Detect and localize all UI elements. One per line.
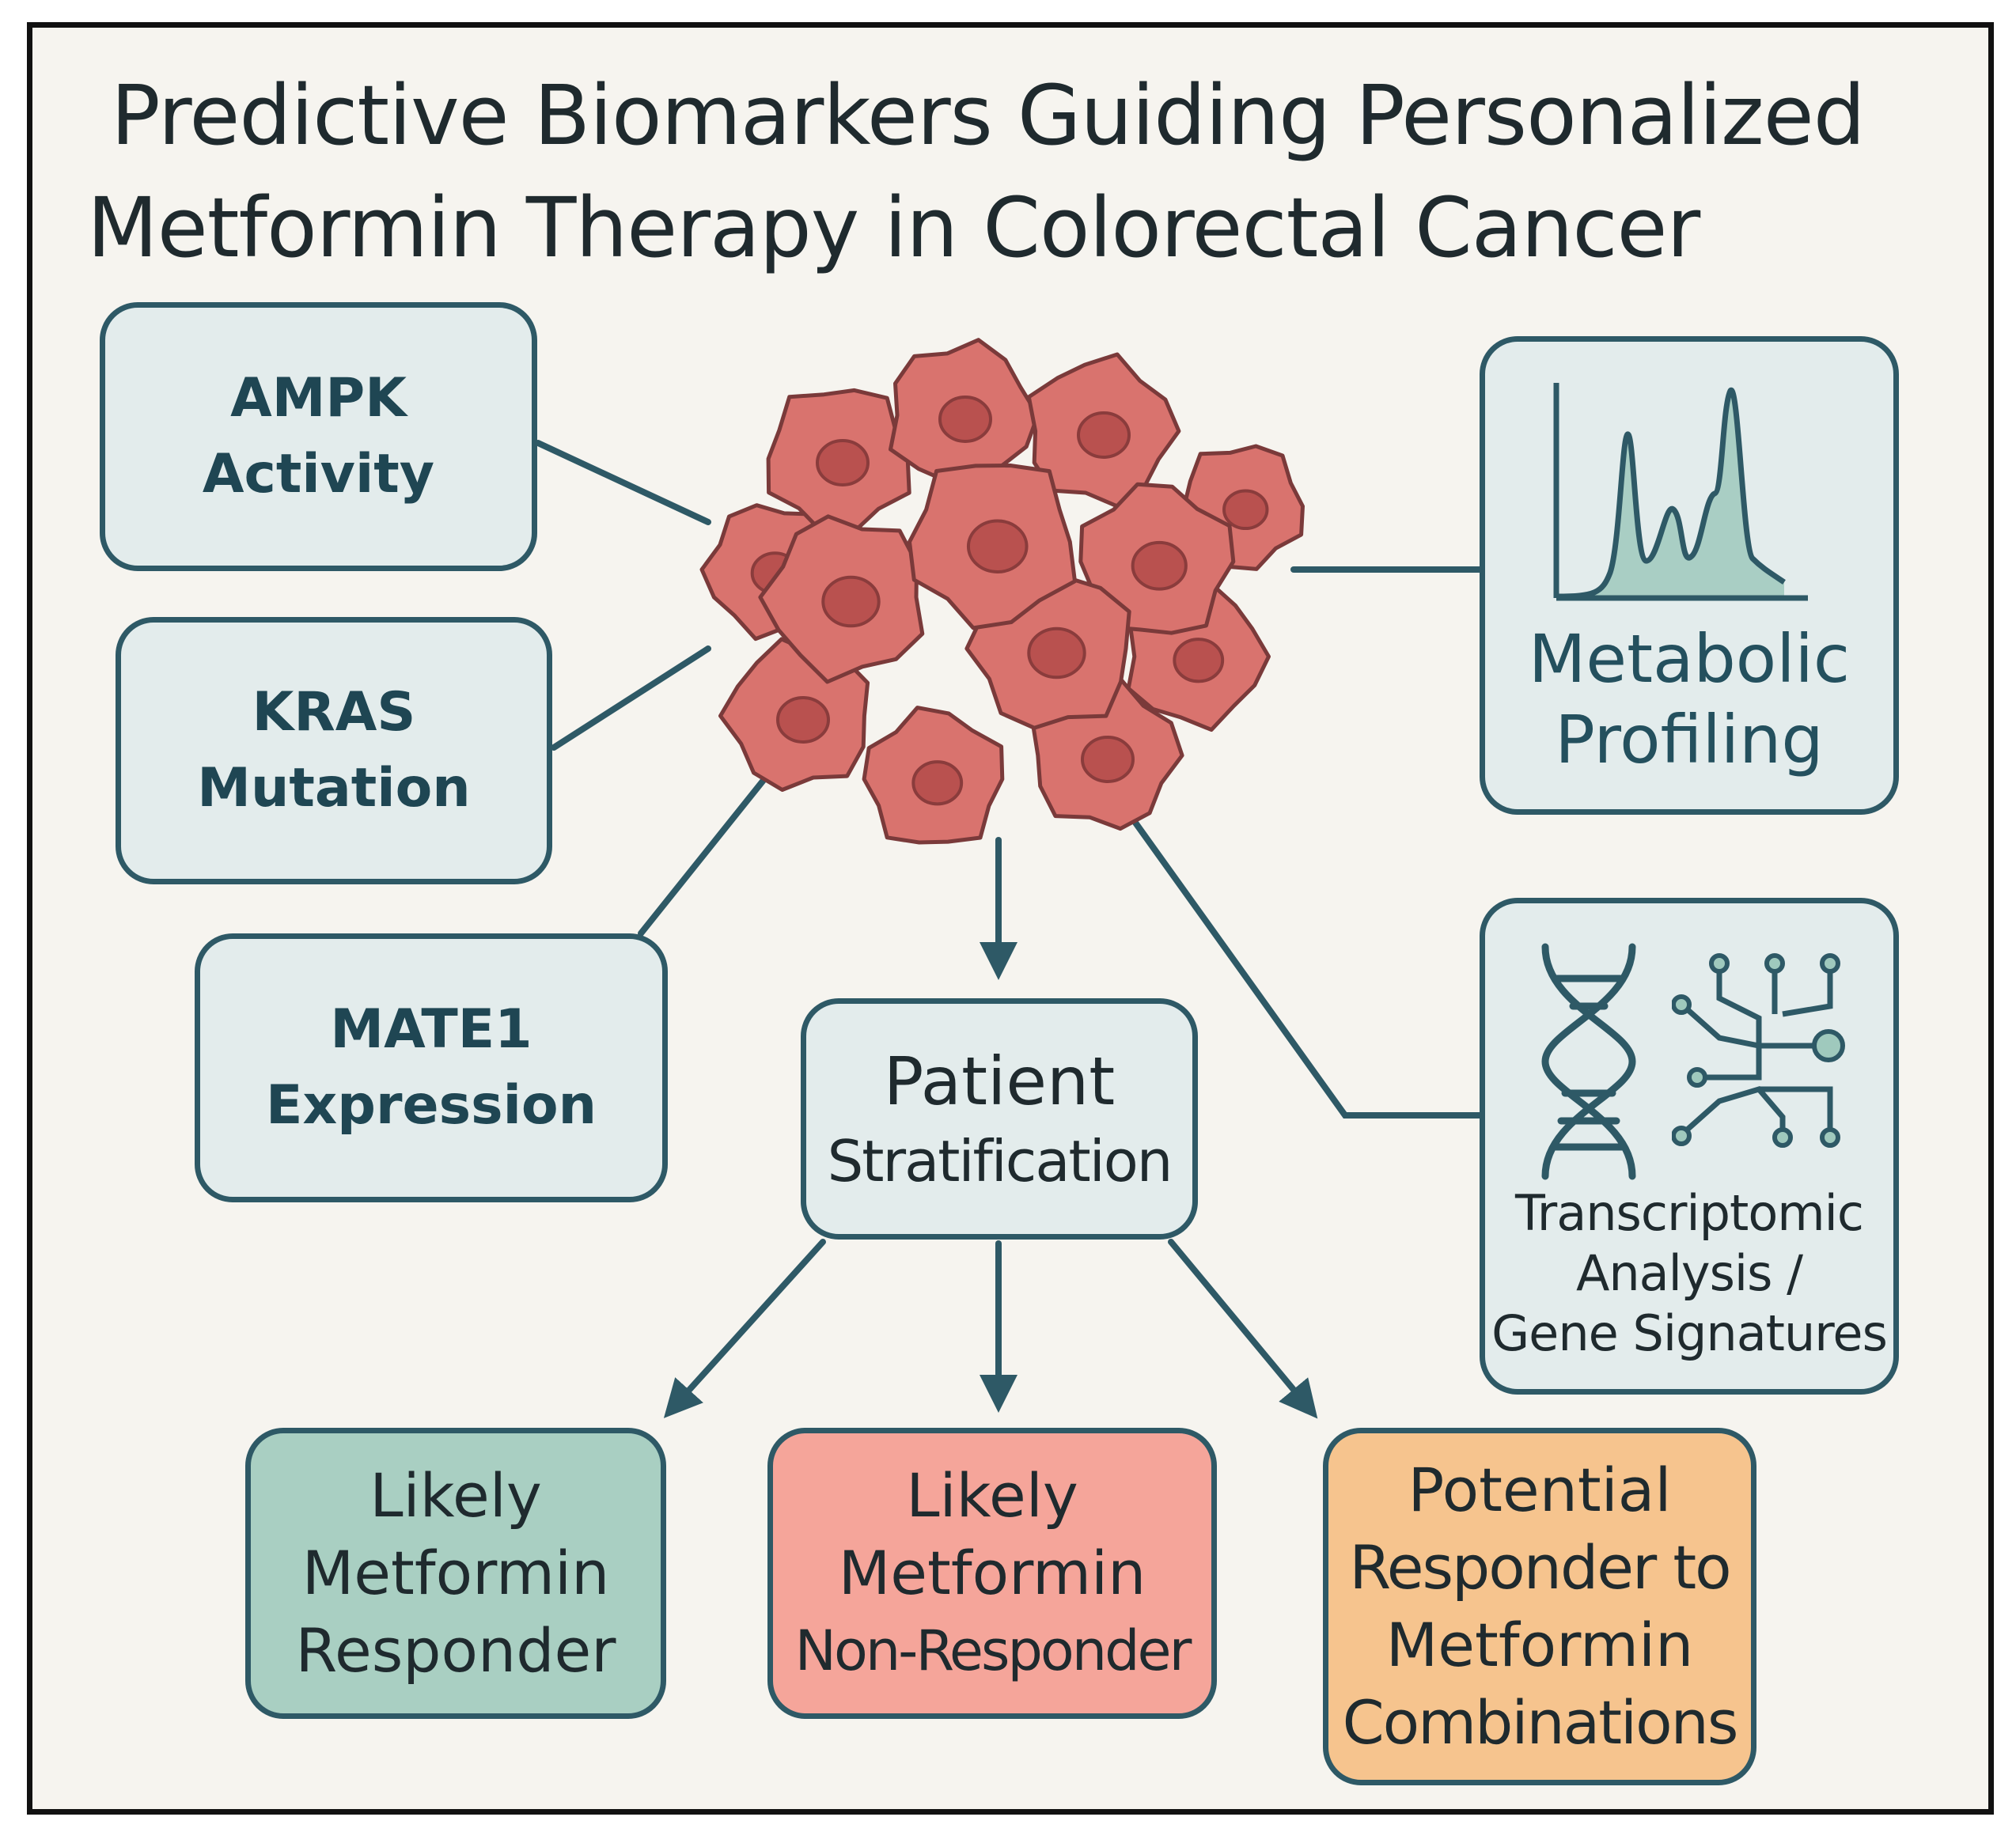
arrow-to-combinations xyxy=(1168,1239,1318,1419)
outcome-responder-line2: Metformin xyxy=(301,1538,610,1608)
biomarker-mate1-box: MATE1 Expression xyxy=(195,933,668,1202)
tumor-cell-nucleus xyxy=(938,396,992,443)
tumor-cell-nucleus xyxy=(1131,540,1188,591)
metabolic-line2: Profiling xyxy=(1555,701,1824,778)
connector-kras xyxy=(551,645,711,751)
spectrum-chart-icon xyxy=(1553,383,1808,601)
outcome-non-responder-line2: Metformin xyxy=(838,1538,1146,1608)
transcriptomic-line2: Analysis / xyxy=(1575,1244,1803,1302)
biomarker-mate1-line1: MATE1 xyxy=(330,998,532,1061)
tumor-cell-nucleus xyxy=(776,696,830,744)
title-line-1: Predictive Biomarkers Guiding Personaliz… xyxy=(111,67,1866,164)
transcriptomic-line1: Transcriptomic xyxy=(1515,1184,1864,1242)
connector-ampk xyxy=(535,440,711,525)
outcome-responder-line3: Responder xyxy=(295,1615,616,1686)
outcome-non-responder-box: Likely Metformin Non-Responder xyxy=(767,1428,1217,1719)
outcome-combinations-box: Potential Responder to Metformin Combina… xyxy=(1323,1428,1756,1785)
outcome-combinations-line4: Combinations xyxy=(1342,1687,1739,1758)
biomarker-ampk-line1: AMPK xyxy=(230,367,407,430)
tumor-cell-nucleus xyxy=(1173,638,1225,683)
patient-stratification-box: Patient Stratification xyxy=(801,998,1198,1240)
outcome-combinations-line1: Potential xyxy=(1408,1455,1672,1525)
outcome-non-responder-line1: Likely xyxy=(906,1460,1078,1531)
circuit-network-icon xyxy=(1671,953,1845,1148)
biomarker-kras-line1: KRAS xyxy=(252,681,416,744)
tumor-cell-nucleus xyxy=(1222,489,1269,531)
tumor-cell-nucleus xyxy=(1077,411,1131,459)
biomarker-ampk-line2: Activity xyxy=(202,443,435,505)
transcriptomic-label: Transcriptomic Analysis / Gene Signature… xyxy=(1491,1183,1888,1364)
stratification-line2: Stratification xyxy=(827,1127,1173,1194)
transcriptomic-icons xyxy=(1525,943,1854,1180)
biomarker-ampk-box: AMPK Activity xyxy=(100,302,537,571)
dna-icon xyxy=(1540,943,1636,1180)
stratification-line1: Patient xyxy=(883,1042,1116,1120)
connector-mate1 xyxy=(638,772,771,937)
page-title: Predictive Biomarkers Guiding Personaliz… xyxy=(87,59,1970,284)
outcome-responder-box: Likely Metformin Responder xyxy=(245,1428,666,1719)
outcome-combinations-line2: Responder to xyxy=(1349,1532,1731,1603)
metabolic-profiling-box: Metabolic Profiling xyxy=(1480,336,1899,815)
metabolic-line1: Metabolic xyxy=(1528,620,1851,698)
outcome-non-responder-line3: Non-Responder xyxy=(794,1618,1192,1683)
outcome-combinations-line3: Metformin xyxy=(1385,1610,1694,1680)
metabolic-label: Metabolic Profiling xyxy=(1529,619,1850,780)
connector-transcriptomic xyxy=(1132,819,1483,1119)
tumor-cell-nucleus xyxy=(911,760,964,806)
tumor-cell-nucleus xyxy=(1027,626,1086,679)
outcome-responder-line1: Likely xyxy=(369,1460,542,1531)
biomarker-kras-box: KRAS Mutation xyxy=(116,617,552,884)
biomarker-mate1-line2: Expression xyxy=(265,1074,597,1137)
biomarker-kras-line2: Mutation xyxy=(197,757,471,819)
transcriptomic-line3: Gene Signatures xyxy=(1491,1304,1888,1362)
tumor-cell-nucleus xyxy=(1081,736,1135,783)
arrow-to-responder xyxy=(663,1239,826,1418)
tumor-cell-nucleus xyxy=(821,575,881,628)
tumor-cell-nucleus xyxy=(966,519,1029,573)
tumor-cell-nucleus xyxy=(816,439,870,486)
transcriptomic-analysis-box: Transcriptomic Analysis / Gene Signature… xyxy=(1480,898,1899,1395)
title-line-2: Metformin Therapy in Colorectal Cancer xyxy=(87,180,1700,276)
